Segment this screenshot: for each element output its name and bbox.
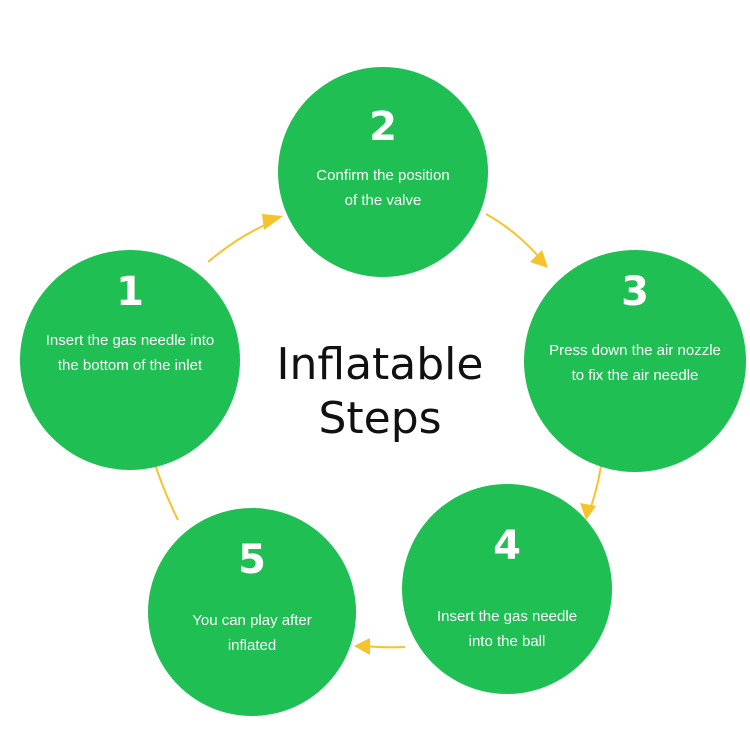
step-2-number: 2 <box>369 104 397 150</box>
step-5-circle: 5 You can play after inflated <box>148 508 356 716</box>
step-3-circle: 3 Press down the air nozzle to fix the a… <box>524 250 746 472</box>
arrowhead-3 <box>530 250 548 268</box>
arrow-1-to-2 <box>207 221 273 263</box>
step-4-text: Insert the gas needle into the ball <box>436 608 578 650</box>
step-3-number: 3 <box>621 269 649 315</box>
step-5-text: You can play after inflated <box>192 612 312 654</box>
step-2-text: Confirm the position of the valve <box>316 167 450 209</box>
arrow-2-to-3 <box>485 213 541 259</box>
arrowhead-2 <box>262 214 283 230</box>
step-4-circle: 4 Insert the gas needle into the ball <box>402 484 612 694</box>
arrow-5-to-1 <box>152 457 179 521</box>
arrowhead-4 <box>580 503 596 520</box>
arrow-4-to-5 <box>364 645 406 649</box>
step-2-circle: 2 Confirm the position of the valve <box>278 67 488 277</box>
step-1-text: Insert the gas needle into the bottom of… <box>45 332 215 374</box>
arrowhead-5 <box>354 638 370 655</box>
step-1-number: 1 <box>116 269 144 315</box>
step-3-text: Press down the air nozzle to fix the air… <box>549 342 721 384</box>
step-5-number: 5 <box>238 537 266 583</box>
diagram-title: Inflatable Steps <box>276 339 484 444</box>
step-4-number: 4 <box>493 523 521 569</box>
step-1-circle: 1 Insert the gas needle into the bottom … <box>20 250 240 470</box>
